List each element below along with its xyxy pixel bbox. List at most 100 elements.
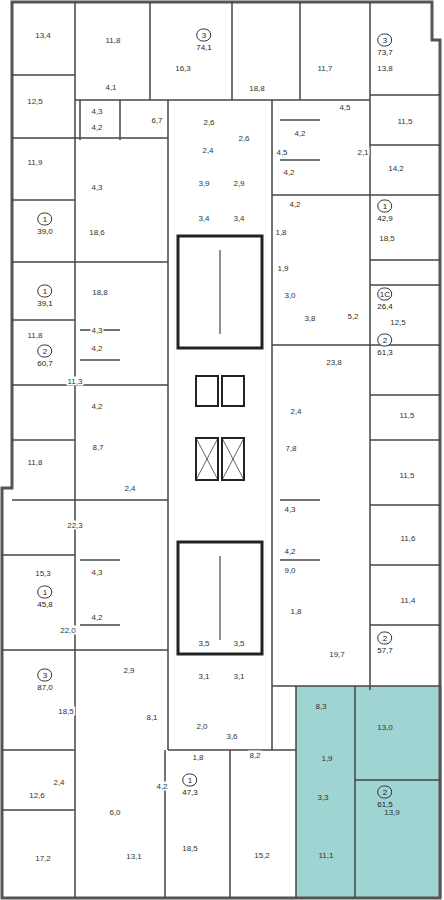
room-area: 18,6 xyxy=(88,228,106,237)
wall-line xyxy=(229,750,231,898)
room-area: 2,9 xyxy=(232,179,245,188)
room-area: 7,8 xyxy=(284,444,297,453)
wall-line xyxy=(369,2,371,690)
room-area: 12,5 xyxy=(26,97,44,106)
room-area: 4,5 xyxy=(275,148,288,157)
apartment-badge: 145,8 xyxy=(36,586,54,609)
room-area: 16,3 xyxy=(174,64,192,73)
wall-line xyxy=(2,749,75,751)
wall-line xyxy=(370,504,440,506)
room-area: 4,2 xyxy=(155,782,168,791)
apartment-badge: 260,7 xyxy=(36,345,54,368)
room-area: 8,2 xyxy=(248,751,261,760)
room-area: 4,1 xyxy=(104,83,117,92)
room-area: 15,2 xyxy=(253,851,271,860)
room-count: 1 xyxy=(377,200,392,213)
wall-line xyxy=(12,384,168,386)
room-area: 1,9 xyxy=(320,754,333,763)
room-area: 13,0 xyxy=(376,723,394,732)
room-area: 2,6 xyxy=(237,134,250,143)
room-count: 2 xyxy=(377,632,392,645)
room-area: 4,2 xyxy=(293,129,306,138)
wall-line xyxy=(355,779,440,781)
room-area: 6,0 xyxy=(108,808,121,817)
room-area: 1,8 xyxy=(191,753,204,762)
room-count: 3 xyxy=(377,34,392,47)
room-area: 11,1 xyxy=(318,851,335,860)
apartment-area: 87,0 xyxy=(36,683,54,692)
room-area: 4,3 xyxy=(90,568,103,577)
room-area: 11,7 xyxy=(317,64,334,73)
room-area: 3,8 xyxy=(303,314,316,323)
building-core xyxy=(178,236,262,654)
room-count: 1 xyxy=(37,285,52,298)
room-area: 3,5 xyxy=(232,639,245,648)
room-area: 3,5 xyxy=(197,639,210,648)
wall-line xyxy=(12,261,168,263)
wall-line xyxy=(370,624,440,626)
room-area: 14,2 xyxy=(387,164,405,173)
wall-line xyxy=(370,564,440,566)
wall-line xyxy=(370,394,440,396)
wall-line xyxy=(299,2,301,100)
apartment-area: 39,0 xyxy=(36,227,54,236)
apartment-area: 57,7 xyxy=(376,646,394,655)
room-area: 13,9 xyxy=(383,808,401,817)
apartment-badge: 387,0 xyxy=(36,669,54,692)
wall-line xyxy=(272,344,440,346)
room-count: 1С xyxy=(377,288,392,301)
room-area: 18,8 xyxy=(248,84,266,93)
room-area: 3,1 xyxy=(197,672,210,681)
wall-line xyxy=(2,649,168,651)
apartment-badge: 373,7 xyxy=(376,34,394,57)
wall-line xyxy=(272,685,440,687)
wall-line xyxy=(295,686,297,898)
apartment-badge: 261,5 xyxy=(376,786,394,809)
wall-line xyxy=(2,554,75,556)
room-area: 11,9 xyxy=(27,158,44,167)
apartment-badge: 139,0 xyxy=(36,213,54,236)
room-count: 2 xyxy=(377,334,392,347)
room-area: 11,3 xyxy=(67,377,84,386)
room-area: 2,4 xyxy=(201,146,214,155)
wall-line xyxy=(271,100,273,750)
apartment-area: 73,7 xyxy=(376,48,394,57)
room-area: 19,7 xyxy=(328,650,346,659)
wall-line xyxy=(80,359,120,361)
wall-line xyxy=(280,499,320,501)
apartment-area: 61,3 xyxy=(376,348,394,357)
room-count: 1 xyxy=(37,586,52,599)
room-area: 4,2 xyxy=(283,547,296,556)
room-area: 22,3 xyxy=(66,521,84,530)
room-area: 9,0 xyxy=(283,566,296,575)
room-area: 3,9 xyxy=(197,179,210,188)
room-area: 2,9 xyxy=(122,666,135,675)
room-area: 3,6 xyxy=(225,732,238,741)
room-area: 1,8 xyxy=(274,228,287,237)
apartment-badge: 139,1 xyxy=(36,285,54,308)
wall-line xyxy=(12,137,168,139)
room-count: 3 xyxy=(196,29,211,42)
wall-line xyxy=(12,439,75,441)
room-area: 11,5 xyxy=(397,117,414,126)
room-count: 3 xyxy=(37,669,52,682)
wall-line xyxy=(272,194,440,196)
room-area: 2,4 xyxy=(52,778,65,787)
room-area: 18,5 xyxy=(57,707,75,716)
room-area: 18,5 xyxy=(378,234,396,243)
room-area: 4,3 xyxy=(90,107,103,116)
room-area: 15,3 xyxy=(34,569,52,578)
room-count: 2 xyxy=(37,345,52,358)
apartment-badge: 142,9 xyxy=(376,200,394,223)
apartment-area: 60,7 xyxy=(36,359,54,368)
apartment-area: 47,3 xyxy=(181,788,199,797)
wall-line xyxy=(12,74,75,76)
room-area: 11,5 xyxy=(399,411,416,420)
wall-line xyxy=(354,686,356,898)
apartment-badge: 261,3 xyxy=(376,334,394,357)
room-area: 23,8 xyxy=(325,358,343,367)
wall-line xyxy=(80,624,120,626)
wall-line xyxy=(370,144,440,146)
room-area: 11,8 xyxy=(105,36,122,45)
apartment-area: 42,9 xyxy=(376,214,394,223)
